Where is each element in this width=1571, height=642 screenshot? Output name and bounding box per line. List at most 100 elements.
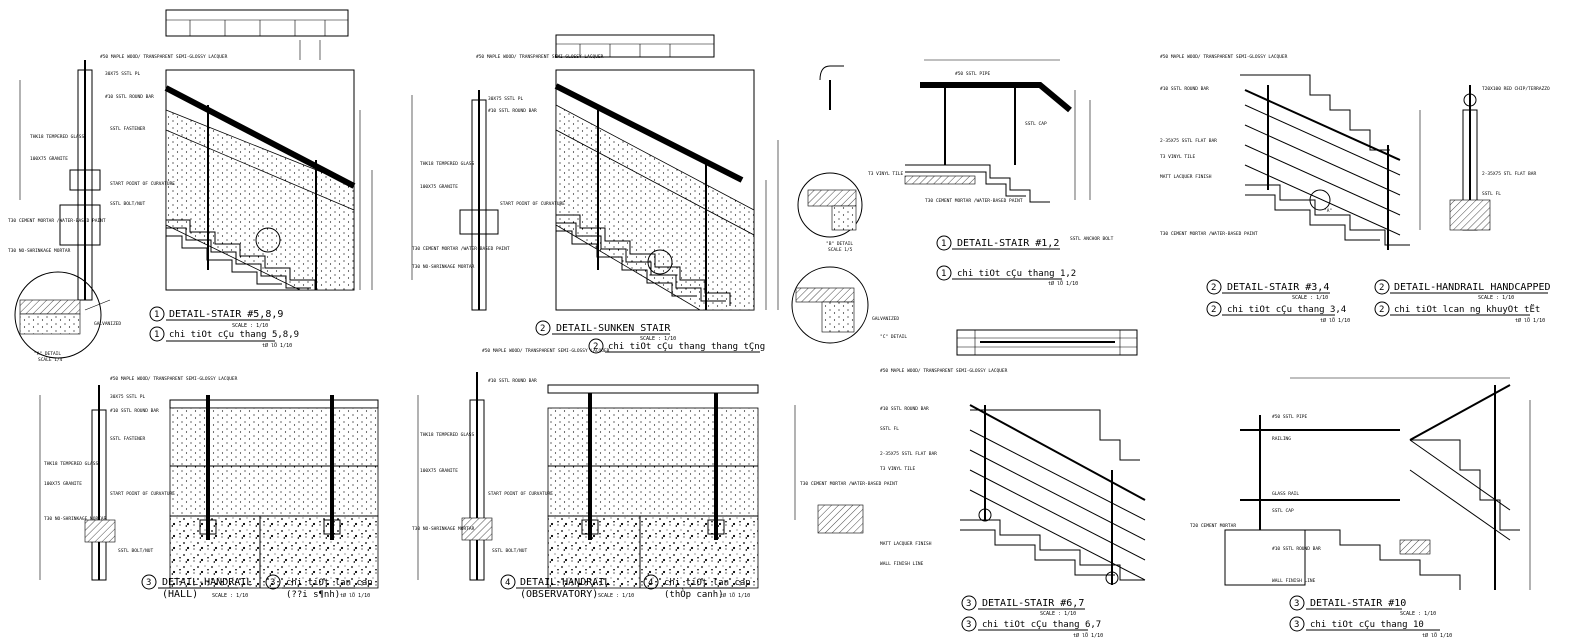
note-start-point: START POINT OF CURVATURE	[110, 181, 175, 187]
subtitle: chi tiOt cÇu thang 3,4	[1227, 305, 1346, 315]
note-sstl-pl: 30X75 SSTL PL	[110, 394, 146, 400]
subtitle-num: 4	[648, 578, 653, 588]
note-granite: 100X75 GRANITE	[420, 184, 458, 190]
scale: SCALE : 1/10	[598, 593, 634, 599]
detail-handrail-observatory: #50 MAPLE WOOD/ TRANSPARENT SEMI-GLOSSY …	[412, 348, 759, 600]
note-sstl-pl: 30X75 SSTL PL	[488, 96, 524, 102]
title-num: 1	[154, 310, 159, 320]
subtitle-num: 3	[966, 620, 971, 630]
note-galvanized-c: GALVANIZED	[872, 316, 899, 322]
detail-handrail-handicapped: T20X100 RED CHIP/TERRAZZO 2-35X75 STL FL…	[1374, 85, 1551, 324]
note-sstl-pl: 30X75 SSTL PL	[105, 71, 141, 77]
detail-sunken-stair: #50 MAPLE WOOD/ TRANSPARENT SEMI-GLOSSY …	[411, 34, 779, 354]
a-detail-label: "A" DETAIL	[34, 351, 61, 357]
note-start-point: START POINT OF CURVATURE	[500, 201, 565, 207]
note-sstl-fl: SSTL FL	[1482, 191, 1501, 197]
subtitle-scale: tØ lÖ 1/10	[720, 592, 750, 599]
note-round-bar: #10 SSTL ROUND BAR	[1160, 86, 1209, 92]
title: DETAIL-HANDRAIL	[520, 577, 610, 588]
title-num: 1	[941, 239, 946, 249]
note-wall-finish: WALL FINISH LINE	[1272, 578, 1316, 584]
note-tempered-glass: THK18 TEMPERED GLASS	[30, 134, 84, 140]
note-round-bar: #10 SSTL ROUND BAR	[880, 406, 929, 412]
note-flat-bar: 2-35X75 SSTL FLAT BAR	[1160, 138, 1217, 144]
note-bolt-nut: SSTL BOLT/NUT	[118, 548, 154, 554]
note-sstl-pipe: #50 SSTL PIPE	[955, 71, 991, 77]
note-sstl-flat-bar: 2-35X75 STL FLAT BAR	[1482, 171, 1536, 177]
a-detail-scale: SCALE 1/4	[38, 357, 63, 363]
note-no-shrinkage: T30 NO-SHRINKAGE MORTAR	[44, 516, 107, 522]
note-vinyl-tile: T3 VINYL TILE	[880, 466, 916, 472]
subtitle: chi tiOt cÇu thang 1,2	[957, 269, 1076, 279]
note-flat-bar: 2-35X75 SSTL FLAT BAR	[880, 451, 937, 457]
note-maple-wood: #50 MAPLE WOOD/ TRANSPARENT SEMI-GLOSSY …	[880, 368, 1008, 374]
note-bolt-nut: SSTL BOLT/NUT	[492, 548, 528, 554]
note-tempered-glass: THK18 TEMPERED GLASS	[420, 432, 474, 438]
scale: SCALE : 1/10	[212, 593, 248, 599]
note-start-point: START POINT OF CURVATURE	[488, 491, 553, 497]
subtitle-scale: tØ lÖ 1/10	[1073, 632, 1103, 639]
subtitle: chi tiOt lcan ng khuyOt tËt	[1394, 304, 1540, 315]
note-vinyl-tile: T3 VINYL TILE	[868, 171, 904, 177]
title-2: (OBSERVATORY)	[520, 589, 598, 600]
a-marker: "A"	[1324, 208, 1332, 214]
subtitle-2: (thÒp canh)	[664, 588, 724, 600]
title-num: 2	[1379, 283, 1384, 293]
note-sstl-cap: SSTL CAP	[1025, 121, 1047, 127]
subtitle-num: 3	[270, 578, 275, 588]
note-wall-finish: WALL FINISH LINE	[880, 561, 924, 567]
note-maple-wood: #50 MAPLE WOOD/ TRANSPARENT SEMI-GLOSSY …	[1160, 54, 1288, 60]
title: DETAIL-HANDRAIL	[162, 577, 252, 588]
detail-b-c-circles: T3 VINYL TILE "B" DETAIL SCALE 1/5 GALVA…	[791, 171, 907, 344]
scale: SCALE : 1/10	[1400, 611, 1436, 617]
note-cement-t20: T20 CEMENT MORTAR	[1190, 523, 1236, 529]
subtitle-scale: tØ lÖ 1/10	[1422, 632, 1452, 639]
detail-a-circle	[14, 271, 102, 359]
subtitle-num: 2	[593, 342, 598, 352]
note-bolt-nut: SSTL BOLT/NUT	[110, 201, 146, 207]
detail-handrail-hall: #50 MAPLE WOOD/ TRANSPARENT SEMI-GLOSSY …	[39, 376, 379, 600]
scale: SCALE : 1/10	[1478, 295, 1514, 301]
subtitle-num: 2	[1379, 305, 1384, 315]
plan-strip	[165, 9, 349, 37]
note-start-point: START POINT OF CURVATURE	[110, 491, 175, 497]
scale: SCALE : 1/10	[232, 323, 268, 329]
subtitle-scale: tØ lÖ 1/10	[340, 592, 370, 599]
title: DETAIL-STAIR #6,7	[982, 598, 1084, 609]
subtitle: chi tiOt cÇu thang 6,7	[982, 620, 1101, 630]
detail-stair-589: "A" DETAIL SCALE 1/4 GALVANIZED #50 MAPL…	[8, 9, 373, 363]
note-granite: 100X75 GRANITE	[30, 156, 68, 162]
note-sstl-fastener: SSTL FASTENER	[110, 436, 146, 442]
note-cement-mortar: T30 CEMENT MORTAR /WATER-BASED PAINT	[925, 198, 1023, 204]
note-round-bar: #10 SSTL ROUND BAR	[1272, 546, 1321, 552]
note-sstl-fastener: SSTL FASTENER	[110, 126, 146, 132]
note-tempered-glass: THK18 TEMPERED GLASS	[420, 161, 474, 167]
note-anchor-bolt: SSTL ANCHOR BOLT	[1070, 236, 1114, 242]
subtitle-scale: tØ lÖ 1/10	[262, 342, 292, 349]
title-num: 3	[146, 578, 151, 588]
note-granite: 100X75 GRANITE	[420, 468, 458, 474]
note-sstl-fl: SSTL FL	[880, 426, 899, 432]
detail-stair-67: #50 MAPLE WOOD/ TRANSPARENT SEMI-GLOSSY …	[794, 368, 1146, 639]
subtitle-scale: tØ lÖ 1/10	[1048, 280, 1078, 287]
c-detail-label: "C" DETAIL	[880, 334, 907, 340]
note-maple-wood: #50 MAPLE WOOD/ TRANSPARENT SEMI-GLOSSY …	[100, 54, 228, 60]
title-num: 2	[540, 324, 545, 334]
detail-b-circle	[797, 172, 863, 238]
note-no-shrinkage: T30 NO-SHRINKAGE MORTAR	[412, 264, 475, 270]
subtitle-num: 1	[941, 269, 946, 279]
note-round-bar: #10 SSTL ROUND BAR	[488, 108, 537, 114]
scale: SCALE : 1/10	[640, 336, 676, 342]
subtitle: chi tiOt cÇu thang 5,8,9	[169, 330, 299, 340]
note-cement-mortar: T30 CEMENT MORTAR /WATER-BASED PAINT	[1160, 231, 1258, 237]
detail-a-marker	[255, 227, 281, 253]
title: DETAIL-HANDRAIL HANDCAPPED	[1394, 282, 1551, 293]
note-tempered-glass: THK18 TEMPERED GLASS	[44, 461, 98, 467]
subtitle: chi tiOt lan can	[664, 578, 751, 588]
note-cement-mortar: T30 CEMENT MORTAR /WATER-BASED PAINT	[412, 246, 510, 252]
note-maple-wood: #50 MAPLE WOOD/ TRANSPARENT SEMI-GLOSSY …	[482, 348, 610, 354]
note-round-bar: #10 SSTL ROUND BAR	[105, 94, 154, 100]
scale: SCALE : 1/10	[1040, 611, 1076, 617]
note-cement-mortar: T30 CEMENT MORTAR /WATER-BASED PAINT	[8, 218, 106, 224]
title-2: (HALL)	[162, 589, 198, 600]
